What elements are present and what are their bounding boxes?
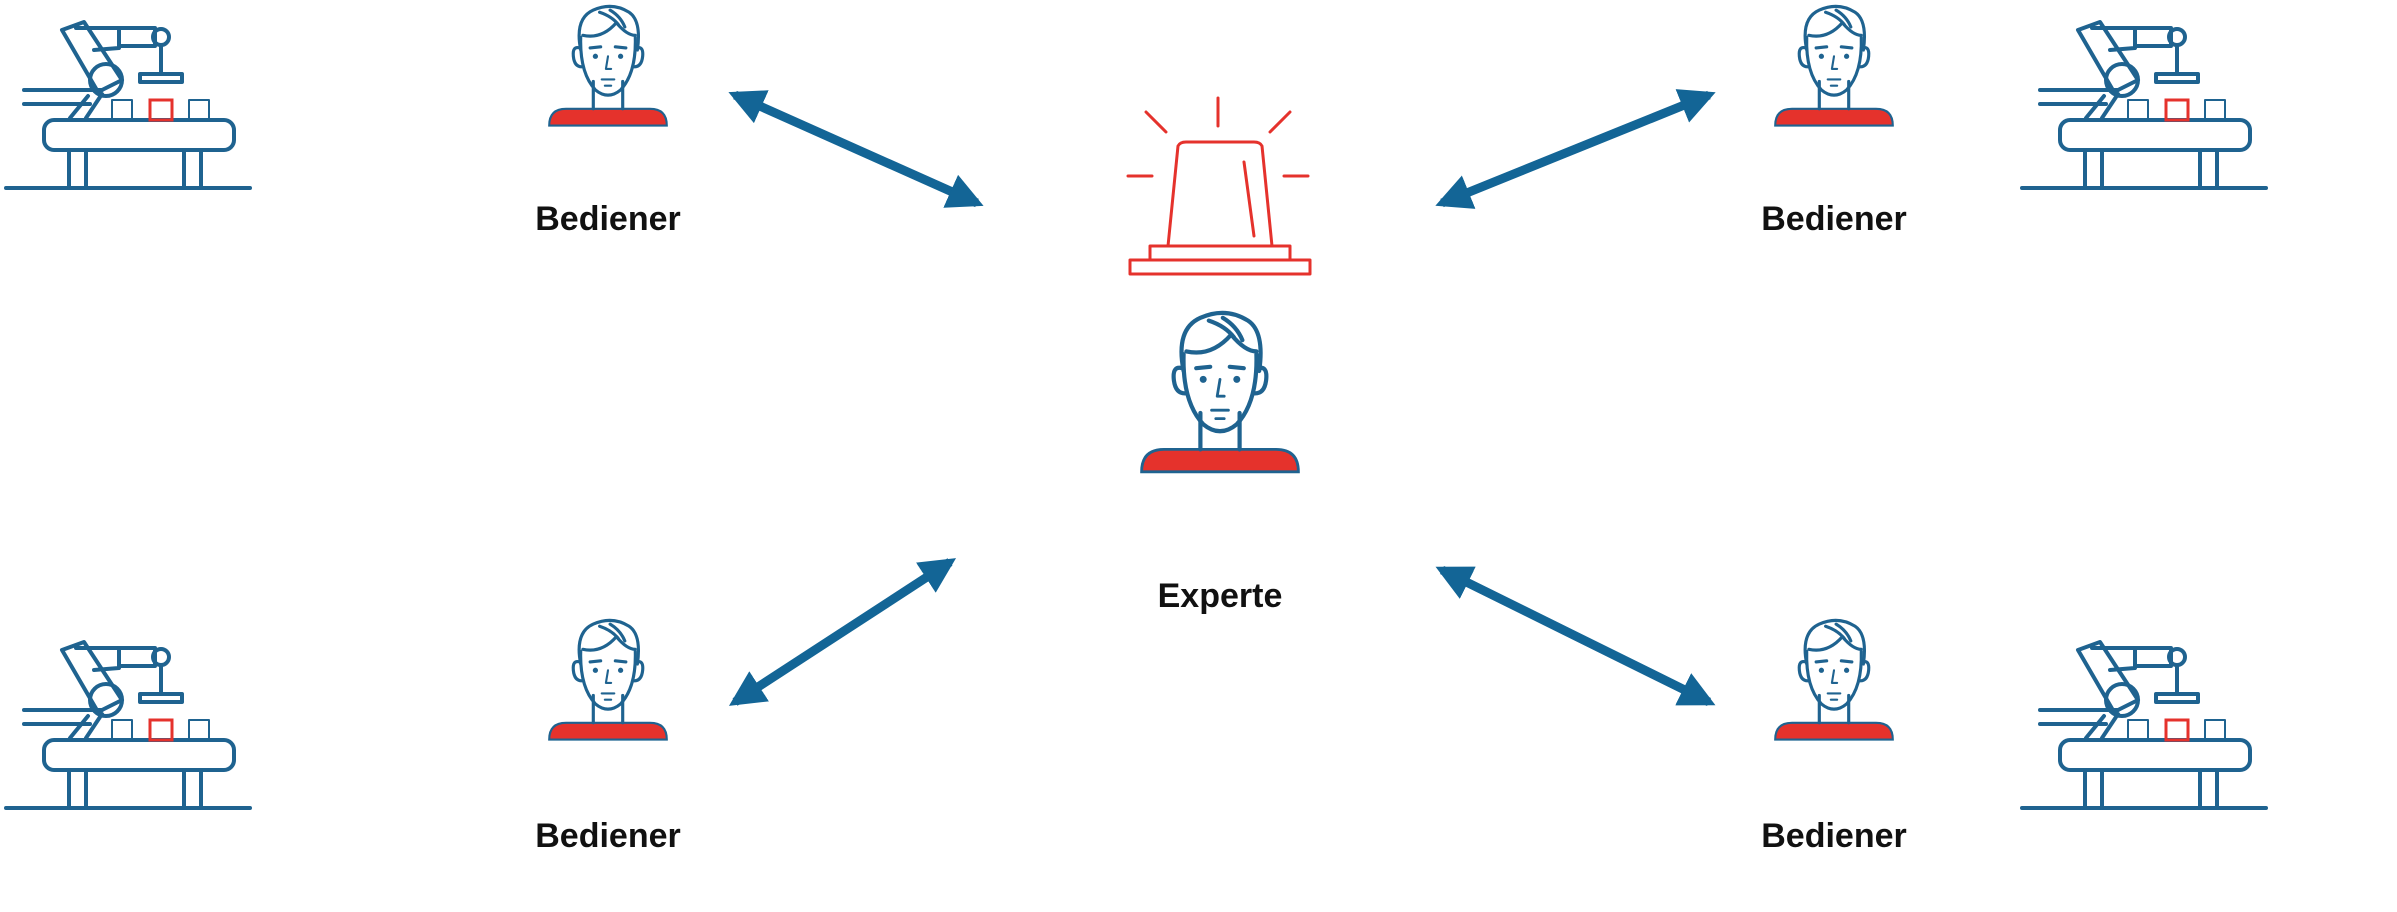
machine-bottom-right — [2020, 640, 2268, 810]
operator-label: Bediener — [1761, 817, 1907, 855]
operator-label: Bediener — [535, 200, 681, 238]
person-icon — [1142, 313, 1299, 472]
operator-label: Bediener — [535, 817, 681, 855]
arrow-bottom-right — [1435, 565, 1716, 707]
robot-arm-conveyor-icon — [2020, 20, 2268, 190]
operator-top-right: Bediener — [1761, 4, 1907, 238]
arrow-top-right — [1435, 89, 1716, 209]
operator-bottom-right: Bediener — [1761, 618, 1907, 855]
robot-arm-conveyor-icon — [4, 20, 252, 190]
expert: Experte — [1142, 313, 1299, 615]
machine-top-right — [2020, 20, 2268, 190]
expert-label: Experte — [1158, 577, 1283, 615]
machine-top-left — [4, 20, 252, 190]
person-icon — [547, 4, 669, 128]
operator-top-left: Bediener — [535, 4, 681, 238]
arrow-top-left — [728, 90, 984, 208]
arrow-bottom-left — [728, 558, 957, 706]
machine-bottom-left — [6, 642, 250, 808]
robot-arm-conveyor-icon — [2020, 640, 2268, 810]
operator-bottom-left: Bediener — [535, 618, 681, 855]
person-icon — [1773, 4, 1895, 128]
person-icon — [547, 618, 669, 742]
robot-arm-conveyor-icon — [6, 642, 250, 808]
operator-label: Bediener — [1761, 200, 1907, 238]
person-icon — [1773, 618, 1895, 742]
alarm-beacon-icon — [1126, 96, 1312, 276]
connection-arrows — [728, 89, 1716, 707]
